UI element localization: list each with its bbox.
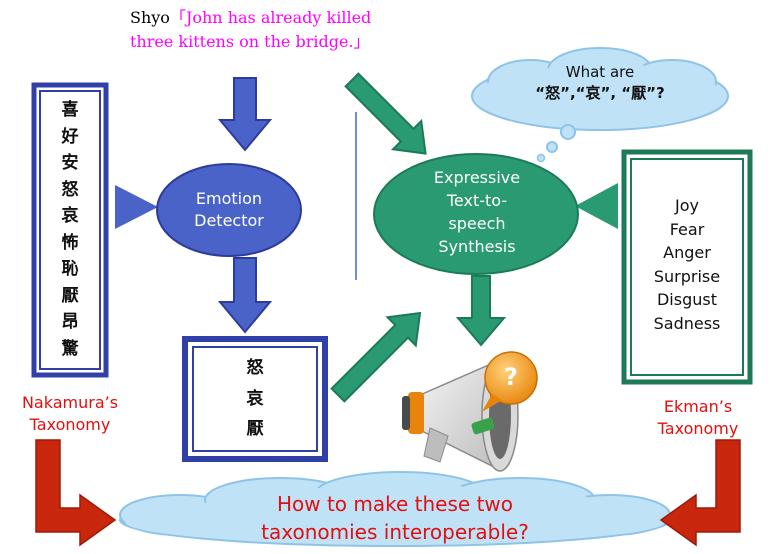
red-arrow-left (35, 439, 117, 547)
tts-line-3: speech (448, 214, 506, 233)
tts-line-1: Expressive (433, 168, 521, 187)
ekman-item: Surprise (653, 266, 721, 286)
detected-box-inner (192, 346, 318, 452)
speaker-name: Shyo (130, 8, 170, 27)
nakamura-item: 好 (61, 126, 79, 147)
arrow-sentence-to-tts (344, 72, 427, 155)
nakamura-emotion-list: 喜 好 安 怒 哀 怖 恥 厭 昂 驚 (40, 102, 100, 358)
emotion-detector-label: Emotion Detector (160, 188, 298, 232)
sentence-line-2: three kittens on the bridge. (130, 32, 354, 51)
megaphone-question-mark: ? (504, 363, 518, 391)
arrow-nakamura-to-detector (115, 185, 158, 229)
nakamura-item: 驚 (61, 338, 79, 359)
close-quote: 」 (353, 32, 370, 51)
thought-line-2: “怒”,“哀”, “厭”? (535, 84, 665, 102)
arrow-detected-to-tts (330, 311, 422, 403)
ekman-emotion-list: Joy Fear Anger Surprise Disgust Sadness (631, 194, 743, 335)
detected-item: 厭 (246, 419, 264, 439)
tts-synthesis (373, 153, 579, 275)
arrow-tts-to-megaphone (455, 275, 507, 347)
question-cloud (119, 471, 671, 547)
thought-dot (536, 153, 546, 163)
nakamura-item: 厭 (61, 285, 79, 306)
ekman-box-outer (621, 149, 753, 385)
nakamura-box-inner (39, 90, 101, 370)
nakamura-item: 哀 (61, 206, 79, 227)
nakamura-item: 昂 (61, 312, 79, 333)
question-line-1: How to make these two (276, 492, 514, 516)
open-quote: 「 (169, 8, 186, 27)
ekman-caption-line-1: Ekman’s (663, 397, 733, 416)
tts-line-2: Text-to- (446, 191, 508, 210)
tts-line-4: Synthesis (438, 237, 516, 256)
question-cloud-text: How to make these two taxonomies interop… (180, 490, 610, 546)
detected-emotion-list: 怒 哀 厭 (193, 360, 317, 438)
emotion-detector-line-1: Emotion (195, 189, 263, 208)
thought-line-1: What are (565, 63, 635, 81)
detected-item: 怒 (246, 358, 264, 378)
arrow-ekman-to-tts (575, 183, 618, 229)
nakamura-caption: Nakamura’s Taxonomy (0, 392, 140, 436)
ekman-item: Joy (675, 196, 699, 215)
ekman-item: Sadness (653, 313, 721, 333)
ekman-caption: Ekman’s Taxonomy (628, 396, 768, 440)
ekman-caption-line-2: Taxonomy (657, 419, 739, 438)
detected-box-outer (182, 336, 328, 462)
thought-dot (546, 141, 558, 153)
thought-bubble-cloud (471, 47, 729, 131)
tts-label: Expressive Text-to- speech Synthesis (384, 166, 570, 258)
nakamura-item: 怒 (61, 179, 79, 200)
detected-item: 哀 (246, 388, 264, 409)
ekman-item: Anger (663, 243, 711, 262)
nakamura-caption-line-2: Taxonomy (29, 415, 111, 434)
ekman-item: Disgust (656, 290, 717, 309)
sentence-line-1: John has already killed (185, 8, 372, 27)
thought-dot (560, 124, 576, 140)
emotion-detector-line-2: Detector (194, 211, 264, 230)
nakamura-caption-line-1: Nakamura’s (21, 393, 119, 412)
nakamura-item: 怖 (61, 232, 79, 253)
ekman-box-inner (630, 158, 744, 376)
question-line-2: taxonomies interoperable? (261, 520, 529, 544)
megaphone-question-badge (482, 351, 538, 412)
thought-bubble-text: What are “怒”,“哀”, “厭”? (500, 62, 700, 104)
arrow-sentence-to-detector (217, 77, 273, 152)
ekman-item: Fear (669, 219, 705, 239)
nakamura-box-outer (31, 82, 109, 378)
nakamura-item: 喜 (61, 100, 79, 120)
input-sentence: Shyo「John has already killed three kitte… (130, 6, 470, 54)
nakamura-item: 恥 (61, 259, 79, 280)
red-arrow-right (659, 439, 741, 547)
arrow-detector-to-detected (217, 257, 273, 334)
nakamura-item: 安 (61, 153, 79, 174)
emotion-detector (156, 163, 302, 257)
